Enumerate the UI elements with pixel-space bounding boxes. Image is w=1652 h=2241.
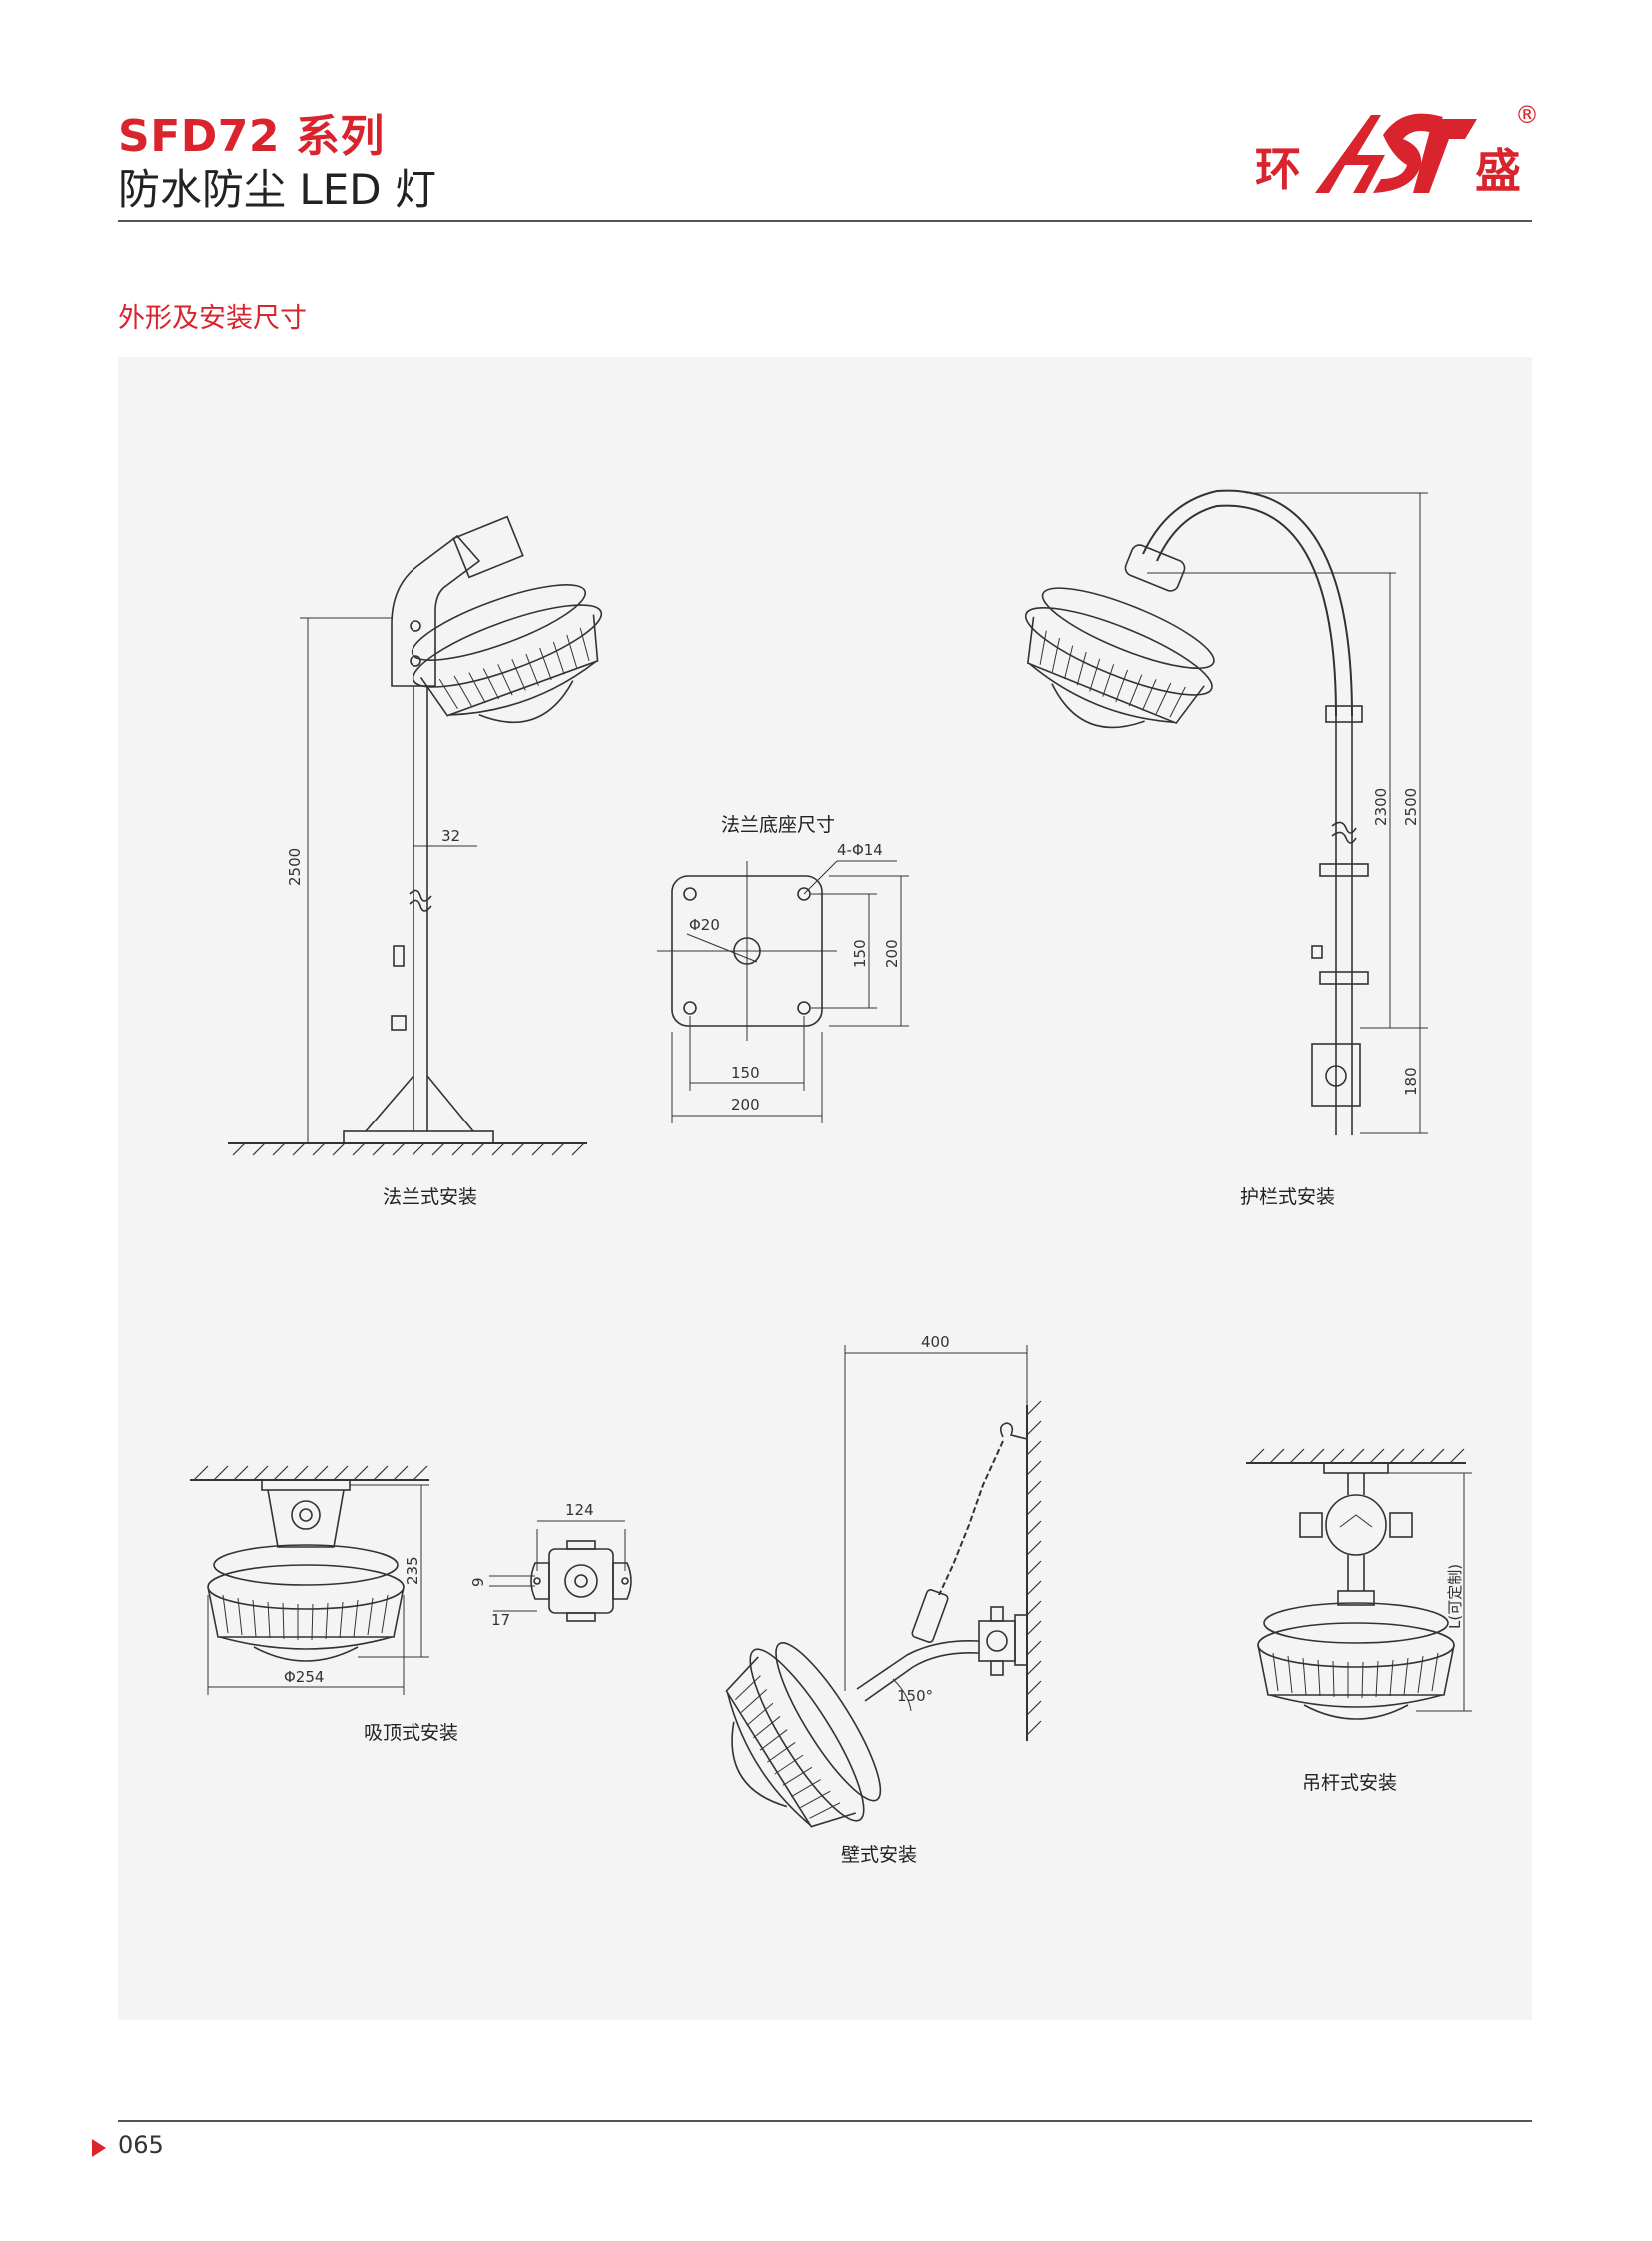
series-title: SFD72 系列 <box>118 111 385 162</box>
dim-slot-offset: 17 <box>491 1611 510 1629</box>
registered-mark: ® <box>1515 101 1539 129</box>
logo-left-char: 环 <box>1255 142 1301 196</box>
ceiling-mount-drawing: 235 Φ254 124 9 17 吸顶式安装 <box>190 1465 632 1744</box>
dim-center-hole: Φ20 <box>689 916 720 934</box>
flange-mount-drawing: 2500 32 法兰式安装 <box>228 515 603 1208</box>
dim-hole-spacing-h: 150 <box>731 1064 760 1082</box>
dim-pendant-length: L(可定制) <box>1446 1564 1464 1629</box>
dim-guardrail-2300: 2300 <box>1372 788 1390 826</box>
page-number: 065 <box>118 2131 164 2159</box>
dim-bolt-holes: 4-Φ14 <box>837 841 883 859</box>
dim-guardrail-2500: 2500 <box>1402 788 1420 826</box>
page-arrow-icon <box>92 2139 106 2157</box>
flange-base-drawing: 法兰底座尺寸 4-Φ14 Φ20 150 200 150 <box>657 814 909 1123</box>
dim-hole-spacing-v: 150 <box>851 939 869 968</box>
caption-guardrail-mount: 护栏式安装 <box>1240 1186 1335 1208</box>
dim-flange-height: 2500 <box>286 848 304 886</box>
dim-plate-width: 124 <box>565 1501 594 1519</box>
footer-divider <box>118 2120 1532 2122</box>
wall-mount-drawing: 150° 400 壁式安装 <box>725 1333 1042 1866</box>
brand-logo: 环 盛 ® <box>1253 95 1543 205</box>
dim-ceiling-height: 235 <box>404 1556 421 1585</box>
drawing-panel: 2500 32 法兰式安装 法兰底座尺寸 4-Φ14 Φ20 150 <box>118 357 1532 2020</box>
dim-wall-reach: 400 <box>921 1333 950 1351</box>
brand-logo-graphic: 环 盛 ® <box>1255 101 1539 198</box>
caption-flange-base: 法兰底座尺寸 <box>721 814 835 836</box>
dim-flange-pole: 32 <box>441 827 460 845</box>
dim-base-width: 200 <box>731 1096 760 1114</box>
guardrail-mount-drawing: 2300 2500 180 护栏式安装 <box>1024 489 1428 1208</box>
dim-slot-width: 9 <box>469 1577 487 1587</box>
dim-base-height: 200 <box>883 939 901 968</box>
dim-wall-angle: 150° <box>897 1687 933 1705</box>
dim-ceiling-diameter: Φ254 <box>284 1668 324 1686</box>
caption-flange-mount: 法兰式安装 <box>383 1186 477 1208</box>
pendant-mount-drawing: L(可定制) 吊杆式安装 <box>1246 1448 1472 1794</box>
product-name: 防水防尘 LED 灯 <box>118 165 436 214</box>
section-title: 外形及安装尺寸 <box>118 303 307 334</box>
caption-pendant-mount: 吊杆式安装 <box>1302 1772 1397 1794</box>
dim-guardrail-180: 180 <box>1402 1067 1420 1096</box>
header-divider <box>118 220 1532 222</box>
logo-right-char: 盛 <box>1475 144 1521 198</box>
caption-wall-mount: 壁式安装 <box>841 1844 917 1866</box>
caption-ceiling-mount: 吸顶式安装 <box>364 1722 458 1744</box>
